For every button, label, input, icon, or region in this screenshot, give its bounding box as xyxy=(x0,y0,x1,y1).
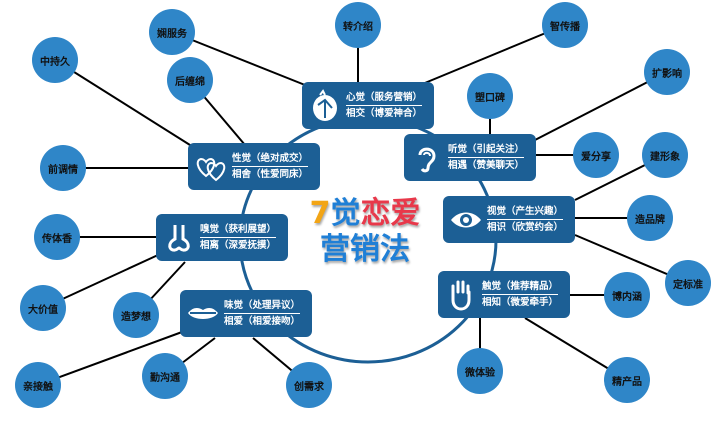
node: 微体验 xyxy=(457,348,503,394)
ear-icon xyxy=(418,147,436,172)
box-line2: 相爱（相爱接吻） xyxy=(224,316,301,327)
eye-icon xyxy=(451,212,481,227)
box-hearing: 听觉（引起关注） 相遇（赞美聊天） xyxy=(404,134,536,181)
box-line1: 嗅觉（获利展望） xyxy=(200,222,277,238)
box-line1: 触觉（推荐精品） xyxy=(482,279,559,295)
node: 亲接触 xyxy=(15,362,61,408)
heart-organ-icon xyxy=(313,88,337,121)
node: 转介绍 xyxy=(335,2,381,48)
box-touch: 触觉（推荐精品） 相知（微爱牵手） xyxy=(438,271,570,318)
node: 中持久 xyxy=(32,37,78,83)
node: 智传播 xyxy=(542,2,588,48)
box-heart: 心觉（服务营销） 相交（博爱神合） xyxy=(302,82,434,129)
box-sight: 视觉（产生兴趣） 相识（欣赏约会） xyxy=(443,196,575,243)
node: 塑口碑 xyxy=(467,73,513,119)
node: 后缠绵 xyxy=(167,57,213,103)
node: 爱分享 xyxy=(573,132,619,178)
box-taste: 味觉（处理异议） 相爱（相爱接吻） xyxy=(180,290,312,337)
box-line1: 味觉（处理异议） xyxy=(224,298,301,314)
node: 前调情 xyxy=(40,145,86,191)
hand-icon xyxy=(451,280,471,311)
nose-icon xyxy=(168,224,190,252)
node: 定标准 xyxy=(665,260,711,306)
title-love: 恋爱 xyxy=(360,196,421,231)
lips-icon xyxy=(188,307,218,319)
title-jue: 觉 xyxy=(330,196,361,231)
node: 精产品 xyxy=(604,357,650,403)
node: 建形象 xyxy=(642,132,688,178)
node: 大价值 xyxy=(20,285,66,331)
node: 创需求 xyxy=(286,362,332,408)
node: 博内涵 xyxy=(604,272,650,318)
node: 造品牌 xyxy=(627,195,673,241)
box-line1: 视觉（产生兴趣） xyxy=(487,204,564,220)
title-line2: 营销法 xyxy=(320,232,410,267)
box-line2: 相离（深爱抚摸） xyxy=(200,240,277,251)
box-sex: 性觉（绝对成交） 相舍（性爱同床） xyxy=(188,143,320,190)
box-line2: 相遇（赞美聊天） xyxy=(448,160,525,171)
box-smell: 嗅觉（获利展望） 相离（深爱抚摸） xyxy=(156,214,288,261)
box-line1: 心觉（服务营销） xyxy=(346,90,423,106)
node: 传体香 xyxy=(34,214,80,260)
node: 勤沟通 xyxy=(142,353,188,399)
box-line2: 相识（欣赏约会） xyxy=(487,222,564,233)
box-line2: 相交（博爱神合） xyxy=(346,108,423,119)
diagram-title: 7觉恋爱 营销法 xyxy=(300,196,430,268)
node: 扩影响 xyxy=(644,49,690,95)
hearts-icon xyxy=(196,157,226,181)
box-line2: 相舍（性爱同床） xyxy=(232,169,309,180)
box-line1: 性觉（绝对成交） xyxy=(232,151,309,167)
title-number: 7 xyxy=(309,196,331,231)
node: 造梦想 xyxy=(113,292,159,338)
box-line1: 听觉（引起关注） xyxy=(448,142,525,158)
box-line2: 相知（微爱牵手） xyxy=(482,297,559,308)
node: 娴服务 xyxy=(149,9,195,55)
